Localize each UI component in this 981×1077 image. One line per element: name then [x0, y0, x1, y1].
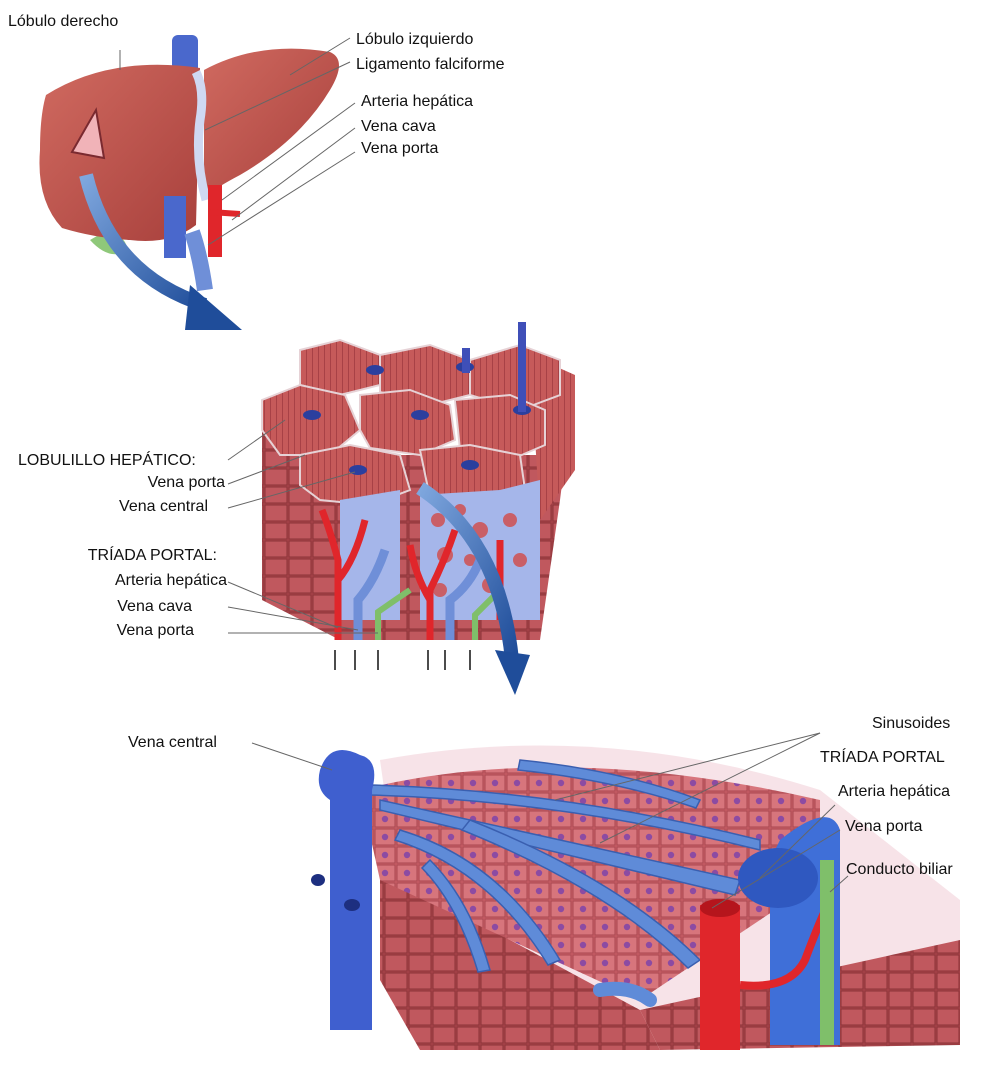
label-vena-porta-3: Vena porta: [845, 818, 922, 836]
label-vena-central-3: Vena central: [128, 734, 217, 752]
liver-organ: [39, 35, 339, 290]
hepatic-artery-opening: [700, 899, 740, 917]
label-conducto-biliar: Conducto biliar: [846, 861, 953, 879]
hepatic-artery-branch: [210, 212, 240, 214]
label-arteria-hepatica-1: Arteria hepática: [361, 93, 473, 111]
label-triada-portal-2: TRÍADA PORTAL:: [40, 547, 217, 565]
lobule-block: [262, 322, 575, 670]
vena-cava-lower: [164, 196, 186, 258]
portal-vein-opening: [738, 848, 818, 908]
flow-arrows: [335, 650, 470, 670]
central-vein-rising: [518, 322, 526, 412]
label-lobulo-derecho: Lóbulo derecho: [8, 13, 118, 31]
central-vein-opening-2: [311, 874, 325, 886]
label-triada-portal-3: TRÍADA PORTAL: [820, 749, 945, 767]
label-vena-central-2: Vena central: [60, 498, 208, 516]
label-arteria-hepatica-3: Arteria hepática: [838, 783, 950, 801]
portal-vein: [192, 232, 205, 290]
label-vena-porta-1: Vena porta: [361, 140, 438, 158]
label-sinusoides: Sinusoides: [872, 715, 950, 733]
hepatic-artery: [208, 185, 222, 257]
label-vena-cava-1: Vena cava: [361, 118, 436, 136]
central-vein-rising-2: [462, 348, 470, 373]
label-vena-porta-2: Vena porta: [60, 474, 225, 492]
label-arteria-hepatica-2: Arteria hepática: [40, 572, 227, 590]
bile-duct-column: [820, 860, 834, 1045]
left-lobe: [204, 49, 339, 198]
label-lobulo-izquierdo: Lóbulo izquierdo: [356, 31, 473, 49]
label-vena-cava-2: Vena cava: [40, 598, 192, 616]
central-vein: [319, 750, 375, 1030]
hepatic-artery-column: [700, 905, 740, 1050]
label-vena-porta-2b: Vena porta: [40, 622, 194, 640]
label-ligamento-falciforme: Ligamento falciforme: [356, 56, 505, 74]
label-lobulillo-hepatico: LOBULILLO HEPÁTICO:: [18, 452, 196, 470]
central-vein-opening-1: [344, 899, 360, 911]
